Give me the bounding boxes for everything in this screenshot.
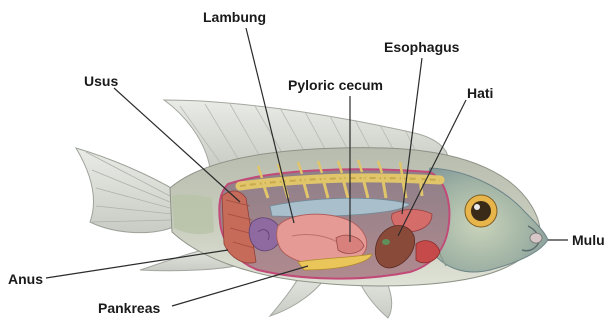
caudal-fin <box>76 148 178 233</box>
label-esophagus: Esophagus <box>384 39 460 55</box>
label-mulu: Mulu <box>572 232 605 248</box>
label-hati: Hati <box>467 85 493 101</box>
label-pankreas: Pankreas <box>98 300 160 316</box>
label-anus: Anus <box>8 271 43 287</box>
label-usus: Usus <box>84 73 118 89</box>
label-lambung: Lambung <box>203 9 266 25</box>
eye <box>465 195 497 227</box>
intestine <box>249 218 281 251</box>
label-pyloric-cecum: Pyloric cecum <box>288 77 383 93</box>
